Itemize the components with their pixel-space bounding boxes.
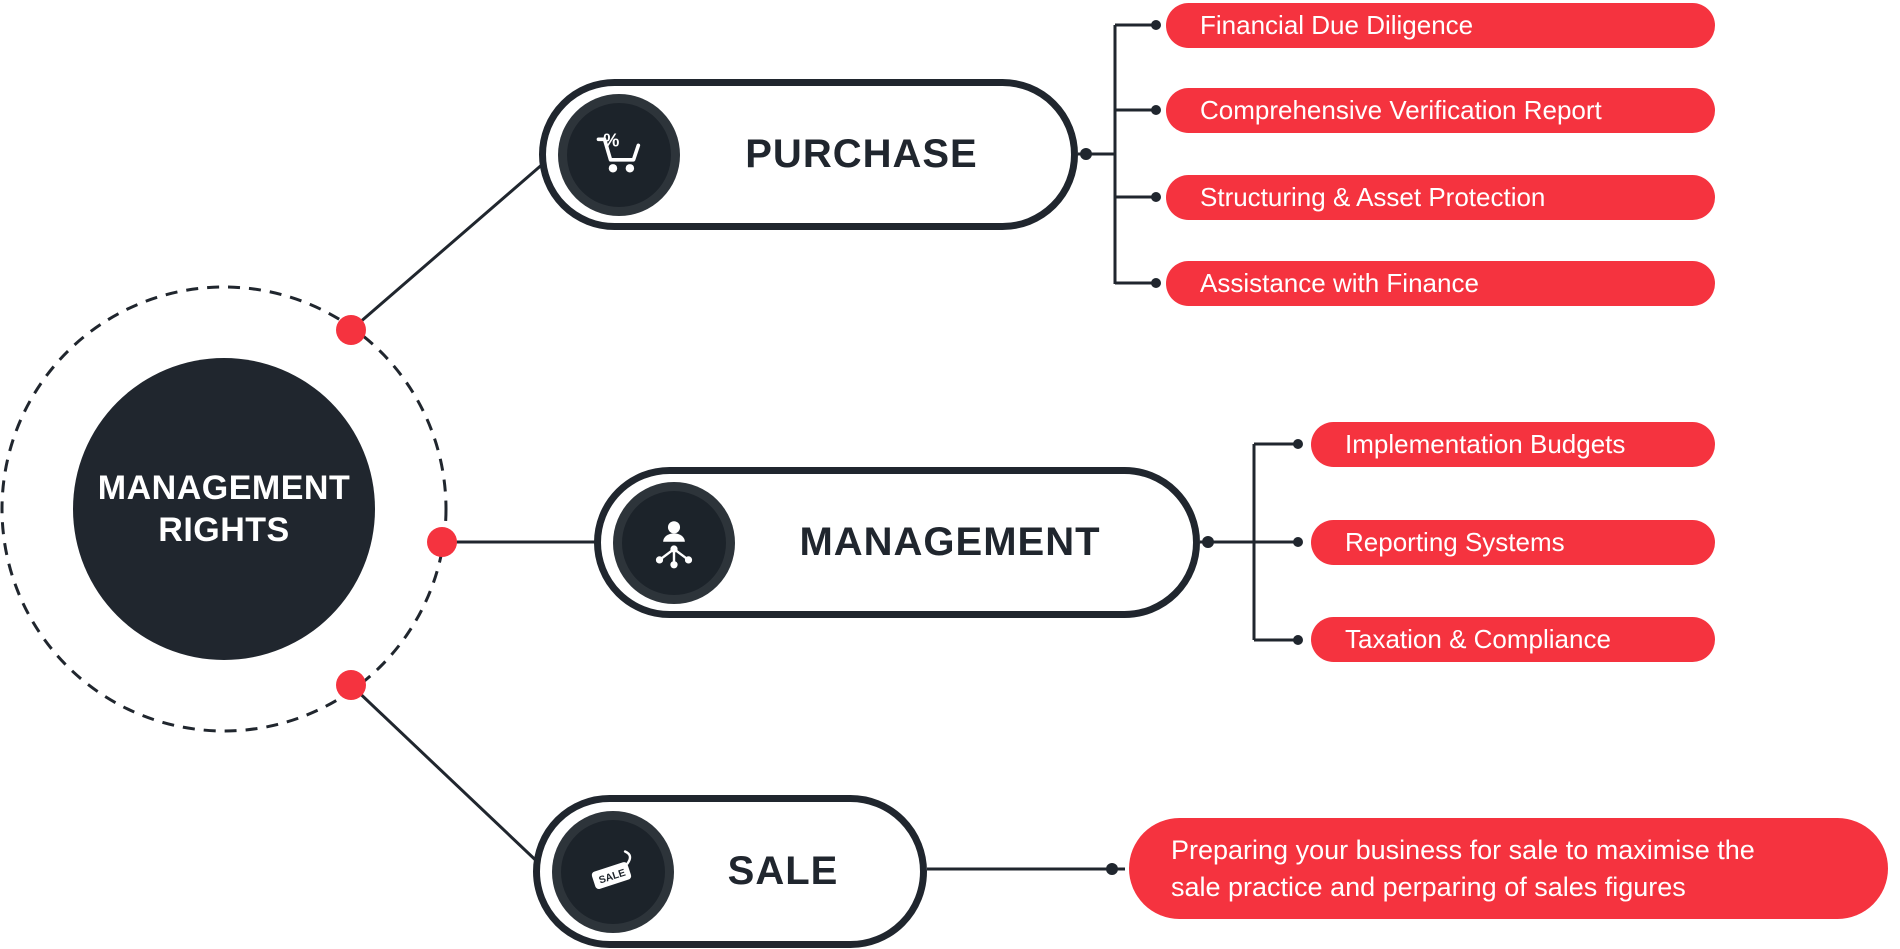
branch-node-sale: SALE SALE — [533, 795, 927, 948]
purchase-item-1-label: Financial Due Diligence — [1200, 10, 1474, 40]
person-network-icon — [655, 520, 693, 568]
purchase-label: PURCHASE — [745, 132, 978, 176]
sale-label: SALE — [727, 849, 839, 893]
purchase-item-3: Structuring & Asset Protection — [1166, 175, 1715, 220]
management-item-2-label: Reporting Systems — [1345, 527, 1565, 557]
sale-description-line2: sale practice and perparing of sales fig… — [1171, 871, 1686, 902]
dashed-orbit-circle — [0, 285, 448, 733]
sale-description-line1: Preparing your business for sale to maxi… — [1171, 835, 1755, 866]
purchase-icon-circle: % — [558, 93, 680, 216]
sale-icon-circle: SALE — [552, 810, 674, 933]
purchase-item-2-label: Comprehensive Verification Report — [1200, 95, 1602, 125]
purchase-item-4: Assistance with Finance — [1166, 261, 1715, 306]
orbit-dot-sale — [336, 670, 366, 700]
management-item-3-label: Taxation & Compliance — [1345, 624, 1611, 654]
sale-description-box: Preparing your business for sale to maxi… — [1129, 818, 1888, 919]
management-item-1: Implementation Budgets — [1311, 422, 1715, 467]
orbit-dot-management — [427, 527, 457, 557]
center-node-management-rights: MANAGEMENT RIGHTS — [73, 358, 375, 660]
branch-node-purchase: % PURCHASE — [539, 79, 1078, 230]
center-title-line2: RIGHTS — [158, 511, 290, 549]
cart-percent-icon: % — [596, 130, 641, 173]
purchase-item-1: Financial Due Diligence — [1166, 3, 1715, 48]
center-title-line1: MANAGEMENT — [97, 468, 351, 507]
purchase-item-3-label: Structuring & Asset Protection — [1200, 182, 1546, 212]
management-item-3: Taxation & Compliance — [1311, 617, 1715, 662]
management-label: MANAGEMENT — [799, 520, 1101, 564]
management-icon-circle — [613, 481, 735, 604]
orbit-dot-purchase — [336, 315, 366, 345]
management-item-1-label: Implementation Budgets — [1345, 429, 1626, 459]
sale-tag-icon: SALE — [591, 849, 632, 889]
management-item-2: Reporting Systems — [1311, 520, 1715, 565]
branch-node-management: MANAGEMENT — [594, 467, 1200, 618]
purchase-item-4-label: Assistance with Finance — [1200, 268, 1479, 298]
purchase-item-2: Comprehensive Verification Report — [1166, 88, 1715, 133]
